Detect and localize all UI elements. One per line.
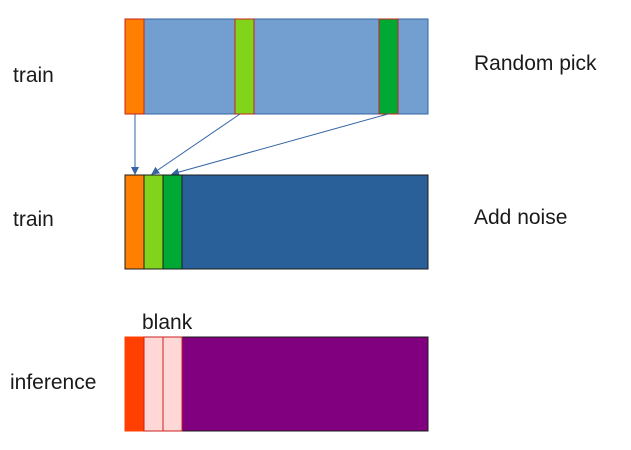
row-1-bar xyxy=(124,18,429,115)
row-2-orange-segment xyxy=(124,174,145,270)
row-2-right-label: Add noise xyxy=(474,206,567,229)
row-1-green-segment xyxy=(378,18,399,115)
arrow-light-green xyxy=(151,113,241,175)
row-2-left-label: train xyxy=(13,208,54,231)
row-3-red-segment xyxy=(124,336,145,432)
row-3-group: blank inference xyxy=(10,311,429,432)
row-2-light-green-segment xyxy=(143,174,164,270)
row-3-blank-label: blank xyxy=(142,311,193,334)
row-2-group: train Add noise xyxy=(13,174,567,270)
row-1-light-green-segment xyxy=(234,18,255,115)
pick-arrows xyxy=(131,113,389,176)
row-3-blank-segment-1 xyxy=(143,336,164,432)
row-1-left-label: train xyxy=(13,64,54,87)
row-1-right-label: Random pick xyxy=(474,52,597,75)
row-1-orange-segment xyxy=(124,18,145,115)
row-3-left-label: inference xyxy=(10,371,96,394)
row-1-group: train Random pick xyxy=(13,18,597,115)
row-3-blank-segment-2 xyxy=(162,336,183,432)
arrow-green xyxy=(171,113,389,176)
row-2-green-segment xyxy=(162,174,183,270)
